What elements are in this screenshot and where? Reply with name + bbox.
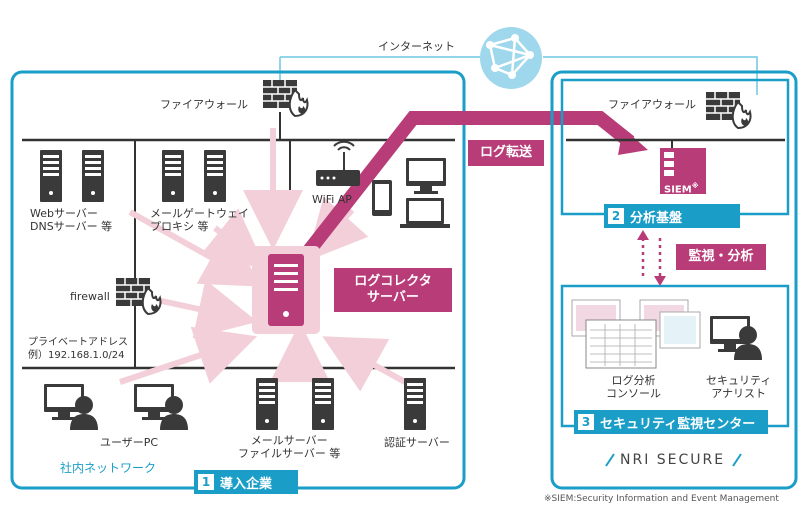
laptop-icon	[400, 198, 450, 228]
internet-globe-icon	[480, 27, 542, 89]
monitor-analysis-label: 監視・分析	[676, 244, 766, 270]
soc-firewall-label: ファイアウォール	[608, 98, 696, 111]
log-flow-arrows	[119, 128, 407, 392]
auth-server-icon	[404, 378, 426, 430]
tablet-icon	[372, 180, 392, 216]
web-server-icon	[40, 150, 62, 202]
log-transfer-arrow	[302, 111, 635, 257]
siem-label: SIEM※	[664, 182, 699, 196]
brand-slash-right	[732, 453, 742, 467]
mail-file-label: メールサーバーファイルサーバー 等	[238, 434, 341, 460]
brand-slash-left	[605, 453, 615, 467]
wifi-label: WiFi AP	[312, 193, 352, 206]
dns-server-icon	[82, 150, 104, 202]
collector-label: ログコレクタサーバー	[334, 268, 452, 312]
siem-server-icon	[660, 148, 706, 194]
mail-server-icon	[256, 378, 278, 430]
user-pc-label: ユーザーPC	[100, 436, 159, 449]
console-label: ログ分析コンソール	[606, 374, 661, 400]
mail-gw-label: メールゲートウェイプロキシ 等	[150, 207, 249, 233]
company-network-label: 社内ネットワーク	[60, 461, 157, 475]
mail-gw-server-icon	[162, 150, 184, 202]
firewall-inner-label: firewall	[70, 290, 110, 303]
auth-server-label: 認証サーバー	[384, 436, 450, 449]
firewall-top-label: ファイアウォール	[160, 98, 248, 111]
console-screens-icon	[571, 299, 701, 369]
wifi-pc-icon	[406, 158, 446, 194]
soc-firewall-icon	[705, 91, 752, 129]
analyst-label: セキュリティアナリスト	[706, 374, 772, 400]
file-server-icon	[312, 378, 334, 430]
internet-label: インターネット	[378, 40, 455, 53]
private-address-label: プライベートアドレス例）192.168.1.0/24	[28, 337, 128, 361]
firewall-inner-icon	[115, 277, 162, 315]
soc-box	[550, 70, 798, 490]
wifi-ap-icon	[316, 140, 360, 186]
internet-line-right	[543, 56, 758, 95]
firewall-top-icon	[262, 79, 309, 117]
brand-logo: NRI SECURE	[620, 452, 726, 468]
footnote: ※SIEM:Security Information and Event Man…	[544, 494, 779, 504]
log-transfer-label: ログ転送	[468, 140, 544, 166]
proxy-server-icon	[204, 150, 226, 202]
